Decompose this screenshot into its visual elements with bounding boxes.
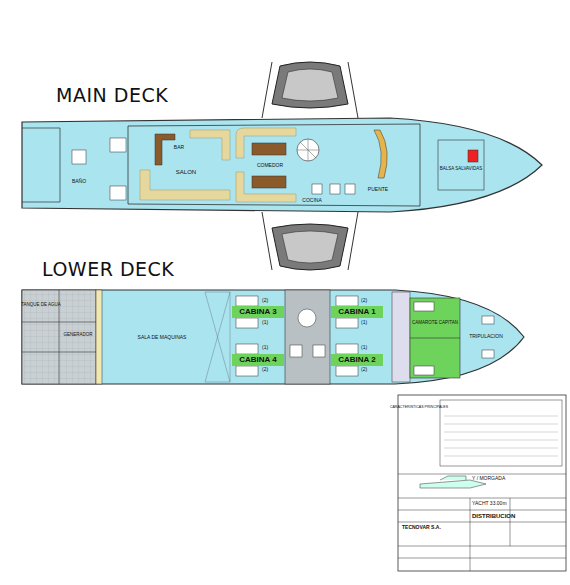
berth-number: (1)	[262, 345, 268, 350]
room-label: TANQUE DE AGUA	[21, 303, 61, 308]
cabin-room: CABINA 1	[331, 306, 383, 318]
room-area: COCINA	[296, 196, 328, 204]
cabin-room: CABINA 4	[232, 354, 284, 366]
tender-boat	[262, 62, 358, 118]
berth-number: (1)	[262, 320, 268, 325]
room-area: GENERADOR	[60, 330, 96, 340]
room-area: BAÑO	[64, 176, 94, 186]
berth-number: (2)	[262, 298, 268, 303]
room-label: SALON	[176, 169, 196, 175]
berth-number: (2)	[361, 298, 367, 303]
room-label: CABINA 2	[338, 356, 375, 364]
room-area: SALON	[166, 166, 206, 178]
deck-heading: MAIN DECK	[56, 86, 168, 105]
room-area: SALA DE MAQUINAS	[130, 332, 194, 342]
room-area: CARACTERISTICAS PRINCIPALES	[388, 402, 450, 414]
lower-deck-hull	[22, 290, 524, 384]
room-area: COMEDOR	[248, 160, 292, 170]
room-label: GENERADOR	[63, 333, 92, 338]
main-deck-hull	[22, 118, 542, 212]
room-label: TRIPULACION	[469, 334, 503, 339]
room-area: BALSA SALVAVIDAS	[438, 164, 485, 174]
room-label: BAÑO	[72, 179, 86, 184]
room-label: CAMAROTE CAPITAN	[412, 321, 458, 326]
room-label: CABINA 4	[239, 356, 276, 364]
berth-number: (2)	[262, 367, 268, 372]
deck-heading: LOWER DECK	[42, 260, 174, 279]
room-area: TRIPULACION	[462, 330, 510, 342]
title-block-text: DISTRIBUCION	[472, 513, 515, 519]
berth-number: (1)	[361, 320, 367, 325]
room-label: CABINA 1	[338, 308, 375, 316]
room-area: BAR	[166, 142, 192, 152]
room-label: SALA DE MAQUINAS	[138, 335, 187, 340]
title-block-text: TECNOVAR S.A.	[402, 525, 441, 530]
room-label: COMEDOR	[257, 163, 283, 168]
room-label: BALSA SALVAVIDAS	[440, 167, 483, 172]
room-area: PUENTE	[360, 184, 396, 194]
room-label: CARACTERISTICAS PRINCIPALES	[390, 406, 448, 410]
title-block-text: Y / MORGADA	[472, 476, 505, 481]
berth-number: (1)	[361, 345, 367, 350]
room-area: CAMAROTE CAPITAN	[410, 318, 460, 328]
tender-boat	[262, 212, 358, 270]
room-label: COCINA	[302, 198, 321, 203]
berth-number: (2)	[361, 367, 367, 372]
title-block-text: YACHT 33.00m	[472, 501, 507, 506]
title-block	[398, 395, 566, 571]
cabin-room: CABINA 2	[331, 354, 383, 366]
room-label: CABINA 3	[239, 308, 276, 316]
cabin-room: CABINA 3	[232, 306, 284, 318]
room-label: BAR	[174, 145, 184, 150]
room-label: PUENTE	[368, 187, 388, 192]
room-area: TANQUE DE AGUA	[19, 300, 63, 310]
